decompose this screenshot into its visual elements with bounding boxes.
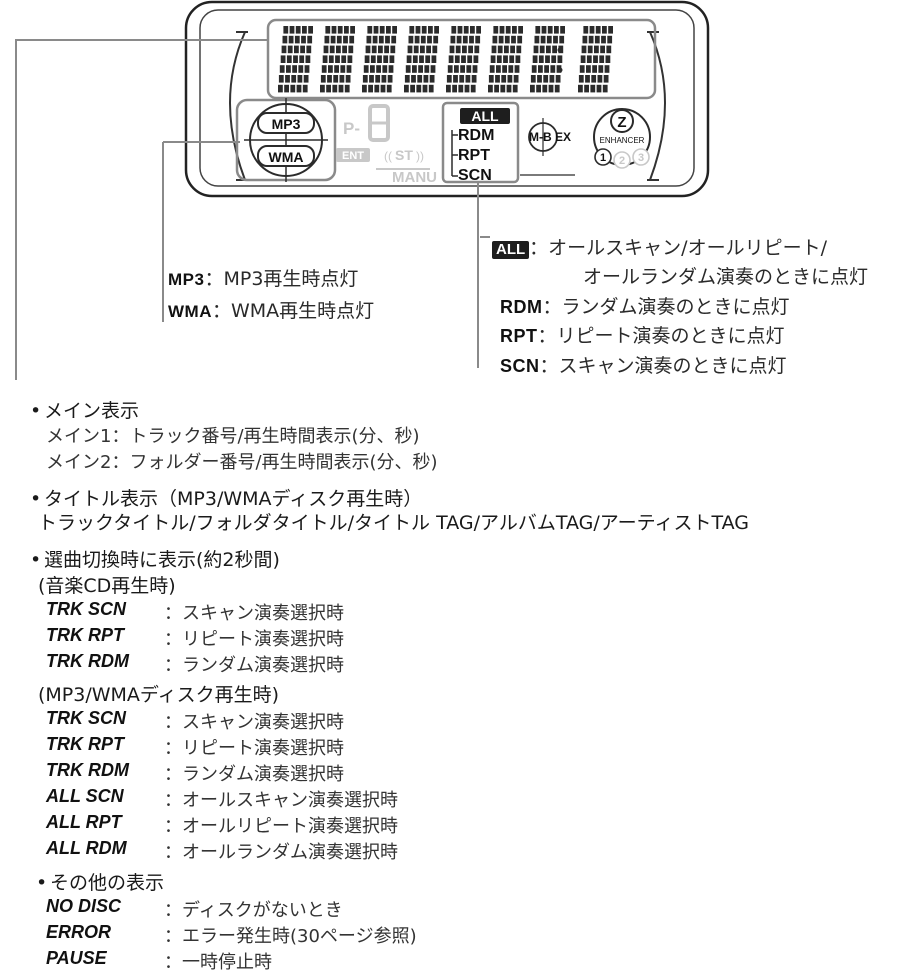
mode-legend-scn: SCN：スキャン演奏のときに点灯 [500, 351, 787, 378]
cd-item-code: TRK RDM [46, 651, 129, 671]
cd-item-code: TRK SCN [46, 599, 126, 619]
scn-legend-label: SCN [500, 356, 540, 376]
codec-legend-wma: WMA：WMA再生時点灯 [168, 296, 374, 323]
rdm-legend-desc: ：ランダム演奏のときに点灯 [542, 296, 790, 318]
matrix-char [320, 26, 355, 93]
main-display-heading: •メイン表示 [30, 400, 140, 422]
all-legend-desc: ：オールスキャン/オールリピート/ [529, 237, 827, 259]
matrix-char [362, 26, 397, 93]
mode-label-scn: SCN [458, 167, 492, 184]
other-item-desc: ：一時停止時 [164, 952, 272, 973]
mp3-item-desc: ：スキャン演奏選択時 [164, 712, 344, 733]
mode-legend-rpt: RPT：リピート演奏のときに点灯 [500, 321, 785, 348]
mp3-item-desc: ：オールスキャン演奏選択時 [164, 790, 398, 811]
ghost-digit [368, 104, 390, 142]
wma-badge: WMA [269, 149, 304, 165]
wma-legend-desc: ：WMA再生時点灯 [211, 300, 375, 322]
cd-item-desc: ：スキャン演奏選択時 [164, 603, 344, 624]
mode-label-rpt: RPT [458, 147, 490, 164]
svg-text:((: (( [384, 149, 392, 163]
mode-legend-all: ALL：オールスキャン/オールリピート/ [492, 233, 827, 260]
other-item-desc: ：ディスクがないとき [164, 900, 343, 921]
wma-legend-label: WMA [168, 302, 212, 321]
mp3-badge: MP3 [272, 116, 301, 132]
mode-label-all: ALL [471, 108, 499, 124]
codec-legend-mp3: MP3：MP3再生時点灯 [168, 264, 358, 291]
enhancer-label: ENHANCER [600, 136, 645, 145]
mp3-legend-desc: ：MP3再生時点灯 [204, 268, 359, 290]
enh-level-2: 2 [619, 155, 625, 167]
all-legend-label: ALL [492, 241, 530, 259]
rpt-legend-desc: ：リピート演奏のときに点灯 [537, 325, 785, 347]
mode-leader-line [477, 182, 490, 368]
all-legend-desc2: オールランダム演奏のときに点灯 [583, 266, 869, 288]
other-item-desc: ：エラー発生時(30ページ参照) [164, 926, 417, 947]
bullet: • [36, 872, 48, 894]
mode-label-rdm: RDM [458, 127, 494, 144]
matrix-char [530, 26, 565, 93]
matrix-char [446, 26, 481, 93]
mp3-item-desc: ：リピート演奏選択時 [164, 738, 344, 759]
mp3-header: (MP3/WMAディスク再生時) [38, 684, 280, 706]
lcd-left-arc [229, 31, 246, 181]
other-item-code: ERROR [46, 922, 112, 942]
select-display-heading: •選曲切換時に表示(約2秒間) [30, 549, 280, 571]
st-label: ST [395, 147, 413, 163]
cd-item-desc: ：ランダム演奏選択時 [164, 655, 344, 676]
cd-item-desc: ：リピート演奏選択時 [164, 629, 344, 650]
matrix-char [278, 26, 313, 93]
svg-text:)): )) [416, 149, 424, 163]
cd-item-code: TRK RPT [46, 625, 124, 645]
mp3-item-code: TRK RDM [46, 760, 129, 780]
cd-header: (音楽CD再生時) [38, 575, 176, 597]
enh-level-3: 3 [638, 152, 644, 164]
main-display-line-1: メイン1：トラック番号/再生時間表示(分、秒) [46, 426, 420, 447]
mp3-item-code: ALL SCN [46, 786, 124, 806]
other-item-code: NO DISC [46, 896, 122, 916]
lcd-inner-frame [199, 9, 695, 187]
title-display-line: トラックタイトル/フォルダタイトル/タイトル TAG/アルバムTAG/アーティス… [38, 512, 749, 534]
lcd-display-diagram: MP3 WMA P- ENT ST (( )) MANU ALL RDM RPT… [15, 0, 710, 380]
rdm-legend-label: RDM [500, 297, 543, 317]
mp3-item-code: TRK SCN [46, 708, 126, 728]
ent-label: ENT [342, 150, 364, 162]
mbex-label: M-B EX [529, 130, 571, 144]
mode-legend-rdm: RDM：ランダム演奏のときに点灯 [500, 292, 790, 319]
matrix-char [404, 26, 439, 93]
mode-highlight-box [441, 101, 520, 184]
main-leader-line [15, 39, 268, 380]
bullet: • [30, 488, 42, 510]
scn-legend-desc: ：スキャン演奏のときに点灯 [539, 355, 787, 377]
mp3-item-desc: ：オールリピート演奏選択時 [164, 816, 398, 837]
main-display-box [266, 18, 657, 100]
mp3-item-code: ALL RDM [46, 838, 127, 858]
other-display-heading: •その他の表示 [36, 872, 165, 894]
mp3-item-code: ALL RPT [46, 812, 122, 832]
enh-level-1: 1 [600, 152, 606, 164]
p-label: P- [343, 119, 360, 138]
bullet: • [30, 400, 42, 422]
colon-dot [557, 67, 563, 73]
mp3-item-desc: ：オールランダム演奏選択時 [164, 842, 398, 863]
colon-dot [557, 47, 563, 53]
mp3-item-desc: ：ランダム演奏選択時 [164, 764, 344, 785]
title-display-heading: •タイトル表示（MP3/WMAディスク再生時） [30, 488, 423, 510]
dot-matrix-characters [278, 26, 613, 93]
matrix-char [578, 26, 613, 93]
manu-label: MANU [392, 169, 437, 186]
mp3-legend-label: MP3 [168, 270, 205, 289]
other-item-code: PAUSE [46, 948, 107, 968]
rpt-legend-label: RPT [500, 326, 538, 346]
mp3-item-code: TRK RPT [46, 734, 124, 754]
bullet: • [30, 549, 42, 571]
codec-leader-line [162, 141, 240, 322]
matrix-char [488, 26, 523, 93]
main-display-line-2: メイン2：フォルダー番号/再生時間表示(分、秒) [46, 452, 438, 473]
z-label: Z [617, 114, 626, 131]
